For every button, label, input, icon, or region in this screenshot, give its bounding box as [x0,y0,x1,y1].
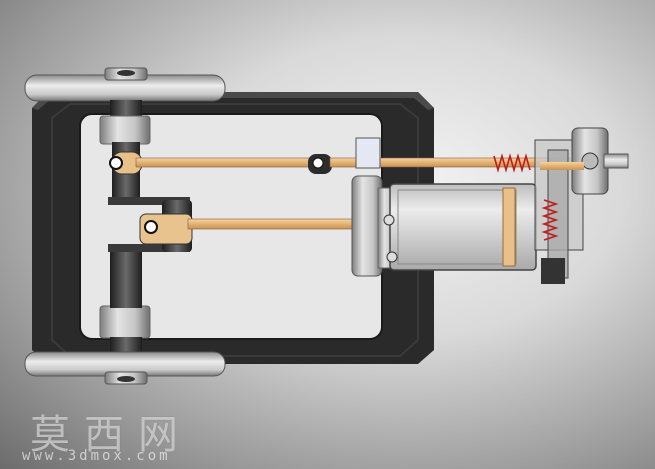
valve-spring [493,153,559,241]
watermark-brand: 莫西网 [30,412,192,458]
connecting-rod-upper [109,151,571,175]
flywheel-top [24,67,226,145]
guide-block [355,137,381,169]
flywheel-bottom [24,305,226,385]
cylinder [351,175,537,277]
watermark-url: www.3dmox.com [22,448,171,464]
